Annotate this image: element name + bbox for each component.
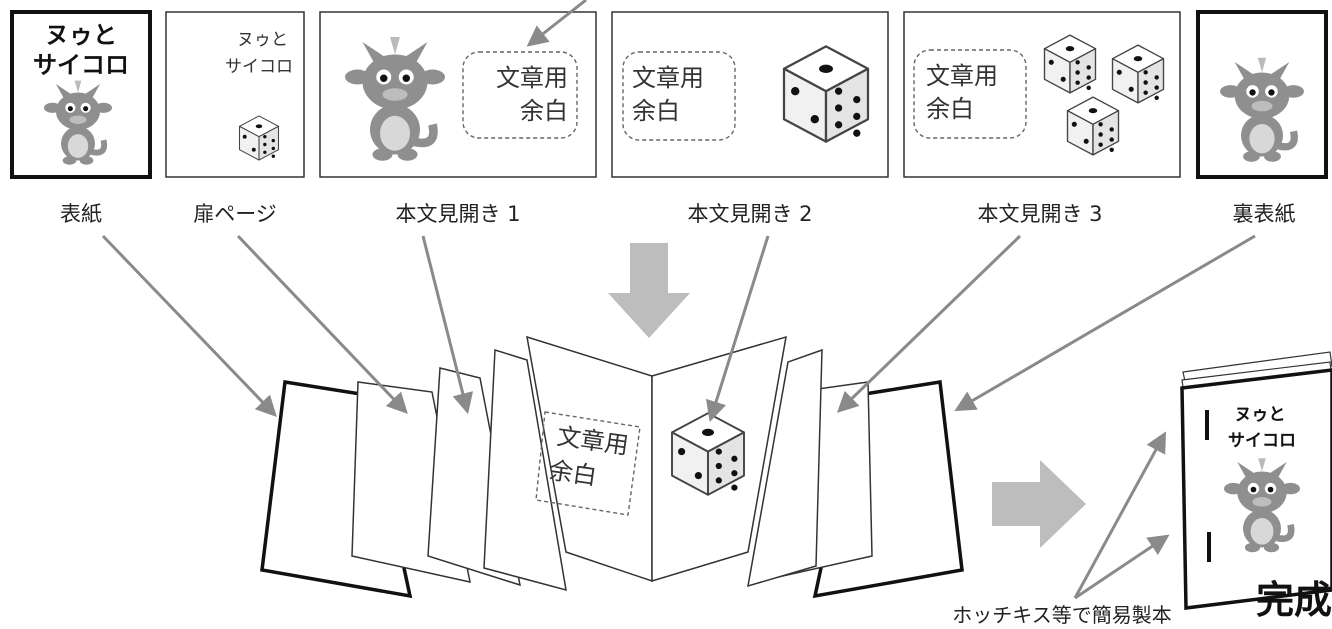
spread2-margin-line1: 文章用 <box>632 64 704 92</box>
spread1-margin-line1: 文章用 <box>496 64 568 92</box>
label-spread2: 本文見開き 2 <box>687 202 812 226</box>
back-cover-thumbnail <box>1196 10 1328 179</box>
spread1-margin-line2: 余白 <box>520 97 568 125</box>
assembly-margin-line2: 余白 <box>547 456 598 490</box>
assembly-arrows <box>101 234 1256 423</box>
done-label: 完成 <box>1256 578 1332 622</box>
spread3-thumbnail: 文章用 余白 <box>903 11 1181 178</box>
arrow-icon <box>526 0 587 47</box>
arrow-icon <box>1074 534 1170 600</box>
right-arrow-icon <box>992 460 1086 548</box>
label-cover: 表紙 <box>60 202 102 226</box>
spread3-margin-line2: 余白 <box>926 95 974 123</box>
spread3-margin-line1: 文章用 <box>926 62 998 90</box>
arrow-icon <box>1073 431 1167 599</box>
label-back-cover: 裏表紙 <box>1233 202 1296 226</box>
spread1-thumbnail: 文章用 余白 <box>319 11 597 178</box>
assembled-pages: 文章用 余白 <box>260 335 964 599</box>
finished-booklet: ヌゥと サイコロ <box>1180 351 1332 610</box>
spread2-thumbnail: 文章用 余白 <box>611 11 889 178</box>
label-title-page: 扉ページ <box>193 202 277 226</box>
title-page-line2: サイコロ <box>225 57 293 77</box>
label-spread1: 本文見開き 1 <box>395 202 520 226</box>
cover-title-line1: ヌゥと <box>45 21 117 49</box>
title-page-line1: ヌゥと <box>237 30 288 50</box>
title-page-thumbnail: ヌゥと サイコロ <box>165 11 305 178</box>
cover-thumbnail: ヌゥと サイコロ <box>10 10 152 179</box>
label-spread3: 本文見開き 3 <box>977 202 1102 226</box>
finished-title-line2: サイコロ <box>1228 431 1296 451</box>
spread2-margin-line2: 余白 <box>632 97 680 125</box>
down-arrow-icon <box>608 243 690 338</box>
cover-title-line2: サイコロ <box>33 51 129 79</box>
binding-note: ホッチキス等で簡易製本 <box>952 603 1171 627</box>
finished-title-line1: ヌゥと <box>1235 405 1286 425</box>
